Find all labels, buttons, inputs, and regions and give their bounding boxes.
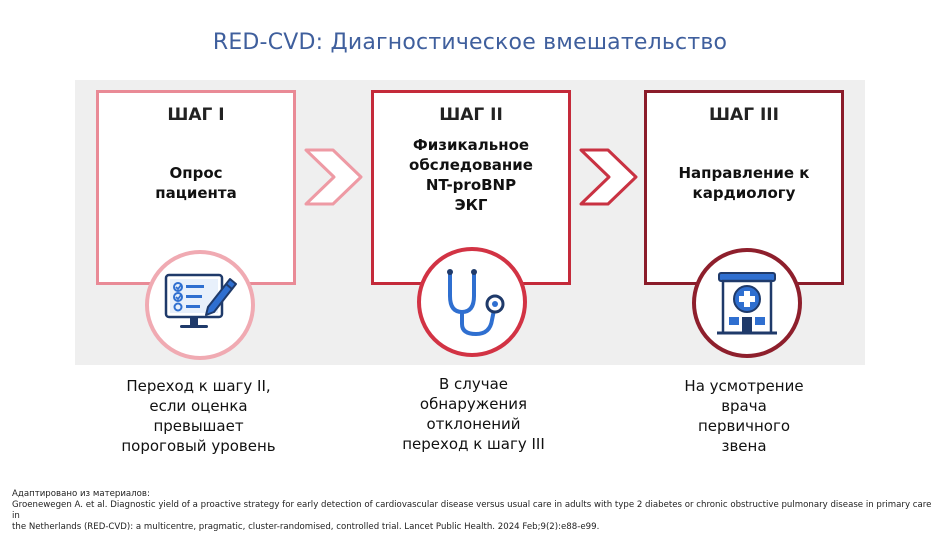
- step-3-caption-line: звена: [721, 437, 767, 455]
- step-2-caption: В случае обнаружения отклонений переход …: [371, 374, 576, 454]
- step-2-line-3: NT-proBNP: [425, 176, 517, 194]
- step-1-caption-line: Переход к шагу II,: [126, 377, 271, 395]
- step-1-line-1: Опрос: [169, 164, 223, 182]
- step-2-line-1: Физикальное: [412, 136, 530, 154]
- step-3-icon-circle: [692, 248, 802, 358]
- step-2-caption-line: обнаружения: [419, 395, 528, 413]
- step-3-caption-line: первичного: [697, 417, 791, 435]
- step-2-line-4: ЭКГ: [454, 196, 488, 214]
- step-3-caption: На усмотрение врача первичного звена: [644, 376, 844, 456]
- step-3-line-2: кардиологу: [692, 184, 796, 202]
- step-3-caption-line: врача: [721, 397, 767, 415]
- step-2-icon-circle: [417, 247, 527, 357]
- step-2-line-2: обследование: [409, 156, 533, 174]
- step-1-description: Опрос пациента: [99, 163, 293, 203]
- step-2-caption-line: В случае: [438, 375, 509, 393]
- step-1-line-2: пациента: [155, 184, 237, 202]
- page-title: RED-CVD: Диагностическое вмешательство: [212, 30, 728, 55]
- source-label: Адаптировано из материалов:: [12, 489, 150, 499]
- step-2-caption-line: переход к шагу III: [402, 435, 545, 453]
- step-3-description: Направление к кардиологу: [647, 163, 841, 203]
- step-3-header: ШАГ III: [709, 105, 779, 125]
- step-1-box: ШАГ I Опрос пациента: [96, 90, 296, 285]
- chevron-right-icon: [579, 148, 638, 206]
- chevron-right-icon: [304, 148, 363, 206]
- step-1-caption: Переход к шагу II, если оценка превышает…: [96, 376, 301, 456]
- step-1-caption-line: пороговый уровень: [121, 437, 276, 455]
- step-1-icon-circle: [145, 250, 255, 360]
- step-2-description: Физикальное обследование NT-proBNP ЭКГ: [374, 135, 568, 215]
- hospital-building-icon: [717, 272, 777, 335]
- source-reference-line: the Netherlands (RED-CVD): a multicentre…: [12, 522, 600, 532]
- step-3-caption-line: На усмотрение: [684, 377, 804, 395]
- step-3-line-1: Направление к: [678, 164, 810, 182]
- step-2-caption-line: отклонений: [426, 415, 521, 433]
- step-1-caption-line: превышает: [153, 417, 244, 435]
- step-1-caption-line: если оценка: [149, 397, 248, 415]
- questionnaire-computer-icon: [164, 273, 237, 328]
- step-2-box: ШАГ II Физикальное обследование NT-proBN…: [371, 90, 571, 285]
- source-reference-line: Groenewegen A. et al. Diagnostic yield o…: [12, 500, 932, 521]
- stethoscope-icon: [447, 269, 505, 337]
- step-2-header: ШАГ II: [439, 105, 503, 125]
- step-1-header: ШАГ I: [167, 105, 225, 125]
- source-citation: Адаптировано из материалов: Groenewegen …: [12, 489, 937, 533]
